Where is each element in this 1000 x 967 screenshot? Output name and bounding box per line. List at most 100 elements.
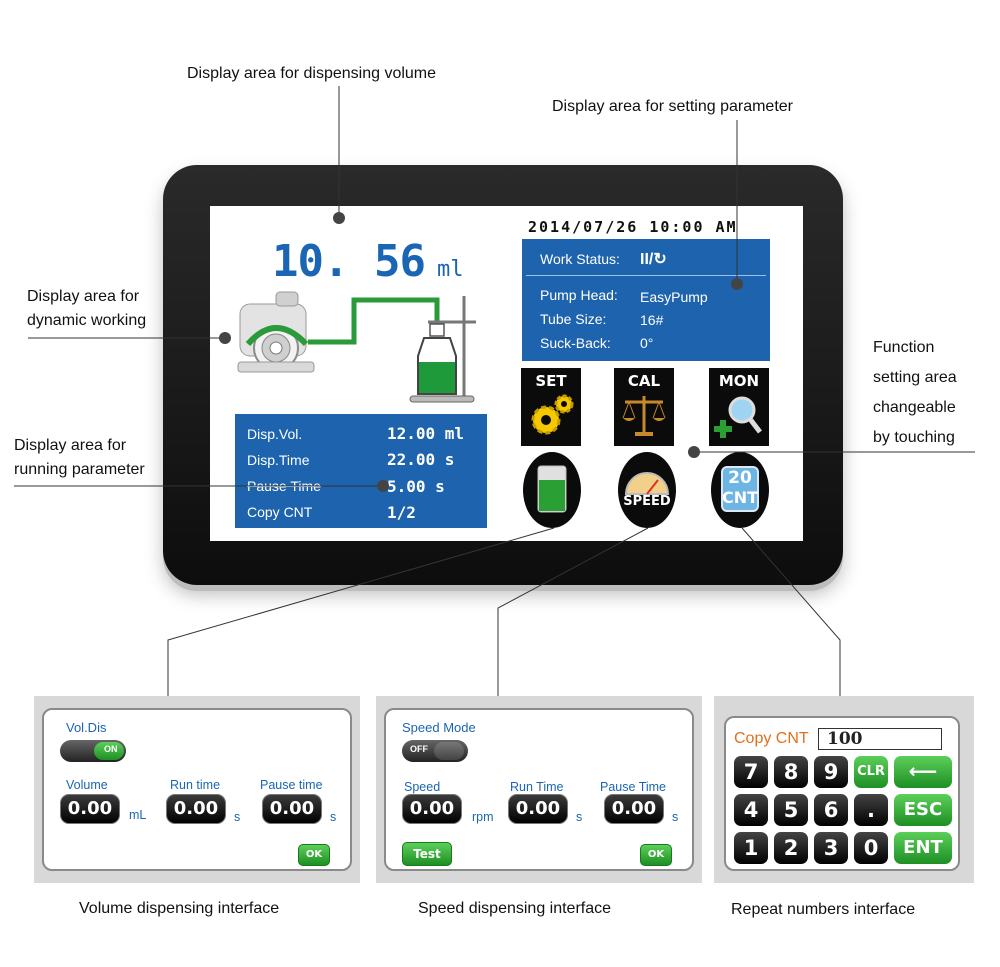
refresh-icon: ↻ — [653, 251, 667, 268]
setting-parameter-panel: Work Status: II/↻ Pump Head: EasyPump Tu… — [522, 239, 770, 361]
copy-cnt-label: Copy CNT — [247, 504, 313, 520]
datetime: 2014/07/26 10:00 AM — [528, 218, 738, 236]
key-3[interactable]: 3 — [814, 832, 848, 864]
key-7[interactable]: 7 — [734, 756, 768, 788]
work-status-value: II/↻ — [640, 251, 667, 268]
callout-dispensing-volume: Display area for dispensing volume — [187, 65, 437, 82]
volume-field[interactable]: 0.00 — [60, 794, 120, 824]
work-status-label: Work Status: — [540, 251, 620, 267]
run-time-unit: s — [576, 810, 583, 824]
vol-dis-title: Vol.Dis — [66, 720, 107, 735]
toggle-state: ON — [104, 744, 118, 754]
disp-vol-label: Disp.Vol. — [247, 426, 303, 442]
repeat-interface-caption: Repeat numbers interface — [731, 901, 916, 918]
volume-label: Volume — [66, 778, 108, 792]
magnifier-plus-icon — [714, 396, 762, 438]
run-time-field[interactable]: 0.00 — [508, 794, 568, 824]
set-button[interactable]: SET — [521, 368, 581, 446]
pause-time-unit: s — [672, 810, 679, 824]
gear-icon — [531, 394, 574, 435]
key-6[interactable]: 6 — [814, 794, 848, 826]
beaker-icon — [537, 465, 567, 513]
divider — [526, 275, 766, 276]
tablet-screen: 10. 56 ml 2014/07/26 10:00 AM Work Status… — [210, 206, 803, 541]
key-9[interactable]: 9 — [814, 756, 848, 788]
speed-interface-caption: Speed dispensing interface — [418, 900, 612, 917]
cnt-number: 20 — [728, 468, 752, 488]
pause-time-field[interactable]: 0.00 — [262, 794, 322, 824]
volume-unit: ml — [436, 257, 464, 282]
ok-button[interactable]: OK — [298, 844, 330, 866]
key-5[interactable]: 5 — [774, 794, 808, 826]
dispensing-volume-display: 10. 56 ml — [272, 236, 463, 287]
speed-label: SPEED — [623, 494, 671, 509]
counter-icon — [721, 466, 759, 512]
speed-label: Speed — [404, 780, 441, 794]
pump-head-value: EasyPump — [640, 289, 708, 305]
copy-cnt-label: Copy CNT — [734, 730, 809, 747]
key-2[interactable]: 2 — [774, 832, 808, 864]
speed-dispensing-panel: Speed Mode OFF Speed 0.00 rpm Run Time 0… — [376, 696, 702, 883]
run-time-label: Run time — [170, 778, 221, 792]
cal-button[interactable]: CAL — [614, 368, 674, 446]
volume-value: 10. 56 — [272, 236, 426, 287]
pump-head-icon — [237, 291, 315, 373]
tube-size-value: 16# — [640, 312, 664, 328]
copy-count-button[interactable]: 20 CNT — [711, 452, 769, 528]
dynamic-working-illustration — [237, 291, 476, 403]
tubing — [308, 297, 440, 345]
volume-dispensing-panel: Vol.Dis ON Volume 0.00 mL Run time 0.00 … — [34, 696, 360, 883]
run-time-unit: s — [234, 810, 241, 824]
volume-unit-label: mL — [129, 808, 147, 822]
key-8[interactable]: 8 — [774, 756, 808, 788]
pause-time-value: 5.00 s — [387, 477, 445, 496]
volume-interface-caption: Volume dispensing interface — [79, 900, 280, 917]
speed-mode-toggle[interactable]: OFF — [402, 740, 468, 762]
ent-button[interactable]: ENT — [894, 832, 952, 864]
vol-dis-toggle[interactable]: ON — [60, 740, 126, 762]
cnt-label: CNT — [721, 488, 759, 507]
speedometer-icon — [624, 472, 670, 495]
run-time-label: Run Time — [510, 780, 564, 794]
pause-time-label: Pause Time — [600, 780, 667, 794]
test-button[interactable]: Test — [402, 842, 452, 866]
clear-button[interactable]: CLR — [854, 756, 888, 788]
speed-button[interactable]: SPEED — [618, 452, 676, 528]
suck-back-label: Suck-Back: — [540, 335, 611, 351]
key-1[interactable]: 1 — [734, 832, 768, 864]
ok-button[interactable]: OK — [640, 844, 672, 866]
running-parameter-panel: Disp.Vol. 12.00 ml Disp.Time 22.00 s Pau… — [235, 414, 487, 528]
pause-time-unit: s — [330, 810, 337, 824]
suck-back-value: 0° — [640, 335, 654, 351]
pause-time-label: Pause time — [260, 778, 323, 792]
speed-mode-title: Speed Mode — [402, 720, 476, 735]
key-dot[interactable]: . — [854, 794, 888, 826]
flask-icon — [409, 296, 476, 403]
pause-time-label: Pause Time — [247, 478, 321, 494]
volume-dispense-button[interactable] — [523, 452, 581, 528]
pump-head-label: Pump Head: — [540, 287, 618, 303]
repeat-numbers-panel: Copy CNT 100 7 8 9 CLR ⟵ 4 5 6 . ESC 1 2… — [714, 696, 974, 883]
esc-button[interactable]: ESC — [894, 794, 952, 826]
run-time-field[interactable]: 0.00 — [166, 794, 226, 824]
key-0[interactable]: 0 — [854, 832, 888, 864]
speed-unit: rpm — [472, 810, 494, 824]
backspace-button[interactable]: ⟵ — [894, 756, 952, 788]
tube-size-label: Tube Size: — [540, 311, 607, 327]
copy-cnt-input[interactable]: 100 — [818, 728, 942, 750]
disp-time-value: 22.00 s — [387, 450, 455, 469]
balance-scale-icon — [622, 396, 666, 436]
copy-cnt-value: 1/2 — [387, 503, 416, 522]
disp-time-label: Disp.Time — [247, 452, 310, 468]
pause-time-field[interactable]: 0.00 — [604, 794, 664, 824]
toggle-state: OFF — [410, 744, 428, 754]
left-arrow-icon: ⟵ — [908, 759, 938, 783]
callout-setting-parameter: Display area for setting parameter — [552, 98, 793, 115]
key-4[interactable]: 4 — [734, 794, 768, 826]
disp-vol-value: 12.00 ml — [387, 424, 465, 443]
mon-button[interactable]: MON — [709, 368, 769, 446]
speed-field[interactable]: 0.00 — [402, 794, 462, 824]
